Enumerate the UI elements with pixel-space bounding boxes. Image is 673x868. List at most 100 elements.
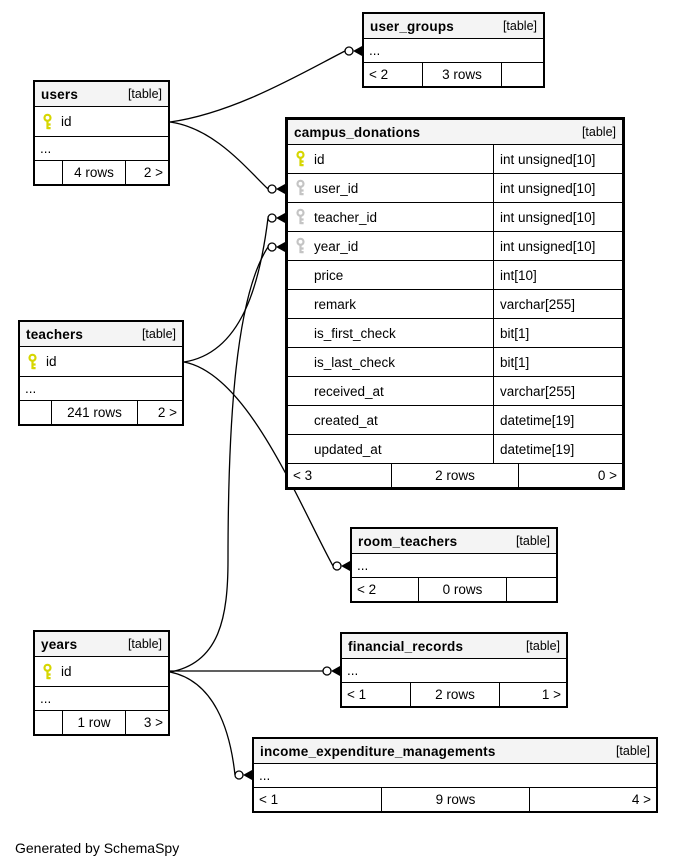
foreign-key-icon	[295, 179, 306, 197]
related-children-count: 1 >	[499, 683, 566, 706]
table-name: years	[41, 636, 78, 652]
edge-teachers-to-room_teachers	[183, 361, 334, 567]
related-parents-count: < 2	[369, 67, 389, 82]
column-row-is_first_check: is_first_check bit[1]	[288, 319, 622, 348]
table-type-badge: [table]	[515, 534, 550, 548]
column-row-id: id int unsigned[10]	[288, 145, 622, 174]
related-parents-count	[35, 161, 62, 184]
table-type-badge: [table]	[581, 125, 616, 139]
row-count: 2 rows	[391, 464, 518, 487]
column-row-id: id	[35, 107, 168, 137]
foreign-key-icon	[295, 237, 306, 255]
row-count: 4 rows	[62, 161, 125, 184]
hidden-columns-row: ...	[364, 39, 543, 63]
edge-arrowhead-icon	[341, 561, 350, 571]
related-children-count: 3 >	[125, 711, 168, 734]
table-name: room_teachers	[358, 533, 458, 549]
hidden-columns-row: ...	[254, 764, 656, 788]
table-type-badge: [table]	[525, 639, 560, 653]
column-type: varchar[255]	[493, 290, 622, 318]
table-campus_donations: campus_donations[table]id int unsigned[10…	[285, 117, 625, 490]
edge-endpoint-circle-icon	[344, 46, 354, 56]
column-type: varchar[255]	[493, 377, 622, 405]
column-name: price	[314, 267, 344, 283]
column-name: received_at	[314, 383, 384, 399]
edge-users-to-user_groups	[169, 50, 346, 123]
column-row-id: id	[35, 657, 168, 687]
primary-key-icon	[27, 353, 38, 370]
edge-arrowhead-icon	[243, 770, 252, 780]
related-parents-count: < 1	[347, 687, 367, 702]
hidden-columns-row: ...	[20, 377, 182, 401]
edge-arrowhead-icon	[331, 666, 340, 676]
column-name: ...	[40, 691, 52, 706]
primary-key-icon	[295, 150, 306, 168]
column-name: ...	[347, 663, 359, 678]
related-parents-count: < 2	[357, 582, 377, 597]
related-children-count: 2 >	[125, 161, 168, 184]
table-type-badge: [table]	[127, 637, 162, 651]
table-header-financial_records[interactable]: financial_records[table]	[342, 634, 566, 659]
table-income_expenditure_managements: income_expenditure_managements[table]...…	[252, 737, 658, 813]
table-header-users[interactable]: users[table]	[35, 82, 168, 107]
column-type: int unsigned[10]	[493, 232, 622, 260]
table-header-user_groups[interactable]: user_groups[table]	[364, 14, 543, 39]
column-name: teacher_id	[314, 209, 378, 225]
schemaspy-credit: Generated by SchemaSpy	[15, 840, 180, 856]
edge-arrowhead-icon	[276, 184, 285, 194]
table-room_teachers: room_teachers [table]... < 2 0 rows	[350, 527, 558, 603]
column-type: bit[1]	[493, 319, 622, 347]
column-name: id	[314, 151, 325, 167]
related-children-count: 4 >	[529, 788, 656, 811]
column-name: ...	[357, 558, 369, 573]
table-header-room_teachers[interactable]: room_teachers [table]	[352, 529, 556, 554]
hidden-columns-row: ...	[35, 687, 168, 711]
table-header-teachers[interactable]: teachers[table]	[20, 322, 182, 347]
primary-key-icon	[42, 663, 53, 680]
row-count: 0 rows	[418, 578, 506, 601]
edge-years-to-campus_donations-year_id	[169, 246, 269, 673]
table-type-badge: [table]	[615, 744, 650, 758]
column-type: int unsigned[10]	[493, 145, 622, 173]
column-name: is_first_check	[314, 325, 396, 341]
column-name: ...	[40, 141, 52, 156]
table-header-income_expenditure_managements[interactable]: income_expenditure_managements[table]	[254, 739, 656, 764]
edge-years-to-income_expenditure_managements	[169, 671, 236, 776]
foreign-key-icon	[295, 208, 306, 226]
column-name: remark	[314, 296, 357, 312]
related-parents-count: < 1	[259, 792, 279, 807]
table-footer: < 2 0 rows	[352, 578, 556, 601]
table-header-years[interactable]: years [table]	[35, 632, 168, 657]
hidden-columns-row: ...	[352, 554, 556, 578]
column-name: year_id	[314, 238, 359, 254]
column-type: datetime[19]	[493, 435, 622, 463]
table-header-campus_donations[interactable]: campus_donations[table]	[288, 120, 622, 145]
edge-endpoint-circle-icon	[267, 184, 277, 194]
related-children-count	[501, 63, 543, 86]
related-parents-count: < 3	[293, 468, 313, 483]
row-count: 9 rows	[381, 788, 529, 811]
edge-endpoint-circle-icon	[267, 242, 277, 252]
column-type: bit[1]	[493, 348, 622, 376]
column-row-id: id	[20, 347, 182, 377]
edge-endpoint-circle-icon	[267, 213, 277, 223]
column-row-remark: remark varchar[255]	[288, 290, 622, 319]
table-name: teachers	[26, 326, 84, 342]
edge-endpoint-circle-icon	[332, 561, 342, 571]
